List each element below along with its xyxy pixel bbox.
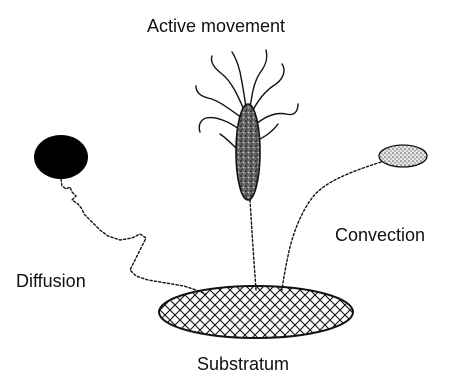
substratum-icon xyxy=(159,286,353,338)
convection-label: Convection xyxy=(335,225,425,245)
substratum-label: Substratum xyxy=(197,354,289,374)
active-movement-label: Active movement xyxy=(147,16,285,36)
active-movement-path xyxy=(250,200,256,290)
flagellated-cell-icon xyxy=(196,50,298,200)
convection-particle-icon xyxy=(379,145,427,167)
diffusion-particle-icon xyxy=(34,135,88,179)
diffusion-label: Diffusion xyxy=(16,271,86,291)
